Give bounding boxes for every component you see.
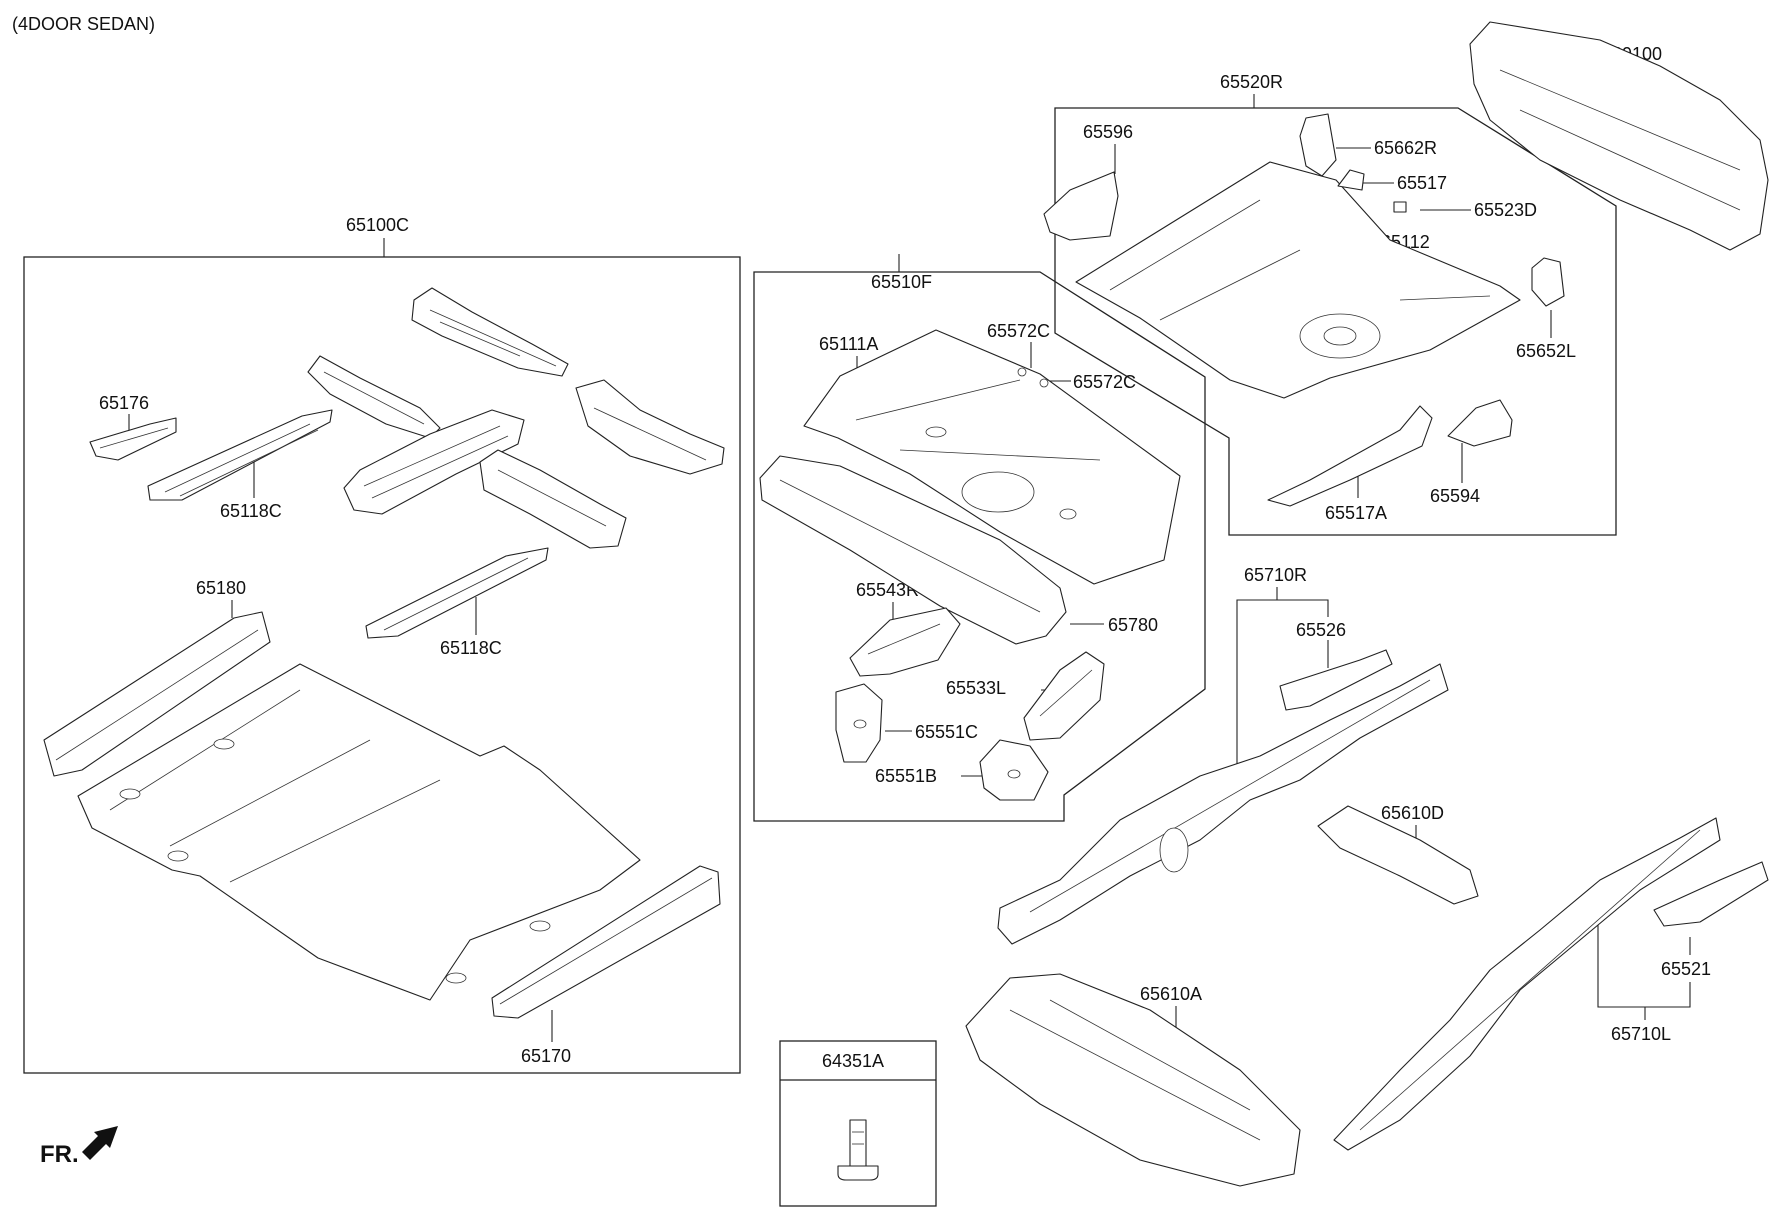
label-65520R: 65520R <box>1220 72 1283 92</box>
part-65533L <box>1023 651 1105 741</box>
label-65710L: 65710L <box>1611 1024 1671 1044</box>
label-65517A: 65517A <box>1325 503 1387 523</box>
part-65111A <box>803 329 1181 585</box>
variant-label: (4DOOR SEDAN) <box>12 14 155 34</box>
part-seat-crossmember-rear <box>411 287 569 377</box>
label-65180: 65180 <box>196 578 246 598</box>
part-side-crossmember <box>479 449 627 549</box>
label-65521: 65521 <box>1661 959 1711 979</box>
label-65780: 65780 <box>1108 615 1158 635</box>
group-box-65510F <box>753 271 1206 822</box>
part-front-floor-panel <box>77 663 641 1001</box>
label-65118C-upper: 65118C <box>220 501 282 521</box>
part-65112 <box>1075 161 1521 399</box>
part-65170 <box>491 865 721 1019</box>
label-65100C: 65100C <box>346 215 409 235</box>
part-65551B <box>979 739 1049 801</box>
part-65543R <box>849 607 961 677</box>
part-65176 <box>89 417 177 461</box>
part-65610A <box>965 973 1301 1187</box>
label-65551C: 65551C <box>915 722 978 742</box>
label-65510F: 65510F <box>871 272 932 292</box>
part-65596 <box>1043 171 1119 241</box>
part-64351A <box>837 1119 879 1181</box>
front-direction-label: FR. <box>40 1141 79 1168</box>
label-65596: 65596 <box>1083 122 1133 142</box>
group-box-65520R <box>1054 107 1617 536</box>
part-65710R <box>997 663 1449 945</box>
part-65594 <box>1447 399 1513 447</box>
part-65662R <box>1299 113 1337 177</box>
front-direction-arrow-icon <box>82 1126 118 1160</box>
label-65551B: 65551B <box>875 766 937 786</box>
part-65523D <box>1393 201 1407 213</box>
group-box-65100C <box>23 256 741 1074</box>
label-65111A: 65111A <box>819 334 878 354</box>
part-65521 <box>1653 861 1769 927</box>
label-65710R: 65710R <box>1244 565 1307 585</box>
label-65543R: 65543R <box>856 580 919 600</box>
label-65118C-lower: 65118C <box>440 638 502 658</box>
label-65610D: 65610D <box>1381 803 1444 823</box>
label-64351A: 64351A <box>822 1051 884 1071</box>
label-65594: 65594 <box>1430 486 1480 506</box>
part-65652L <box>1531 257 1565 307</box>
label-65526: 65526 <box>1296 620 1346 640</box>
label-65610A: 65610A <box>1140 984 1202 1004</box>
part-rear-seat-bracket <box>575 379 725 475</box>
part-69100 <box>1469 21 1769 251</box>
part-65526 <box>1279 649 1393 711</box>
part-seat-crossmember-mid <box>307 355 441 439</box>
part-65551C <box>835 683 883 763</box>
label-65572C-lower: 65572C <box>1073 372 1136 392</box>
label-65523D: 65523D <box>1474 200 1537 220</box>
part-65118C-lower <box>365 547 549 639</box>
label-65176: 65176 <box>99 393 149 413</box>
label-65533L: 65533L <box>946 678 1006 698</box>
part-65572C <box>1017 367 1049 388</box>
label-65652L: 65652L <box>1516 341 1576 361</box>
part-65610D <box>1317 805 1479 905</box>
part-65517A <box>1267 405 1433 507</box>
fastener-box-64351A <box>779 1040 937 1207</box>
part-65180 <box>43 611 271 777</box>
label-65517: 65517 <box>1397 173 1447 193</box>
label-65662R: 65662R <box>1374 138 1437 158</box>
part-65780 <box>759 455 1067 645</box>
label-65572C-upper: 65572C <box>987 321 1050 341</box>
part-65710L <box>1333 817 1721 1151</box>
part-65517 <box>1337 169 1365 191</box>
label-65170: 65170 <box>521 1046 571 1066</box>
part-65118C-upper <box>147 409 333 501</box>
part-center-tunnel-reinforcement <box>343 409 525 515</box>
